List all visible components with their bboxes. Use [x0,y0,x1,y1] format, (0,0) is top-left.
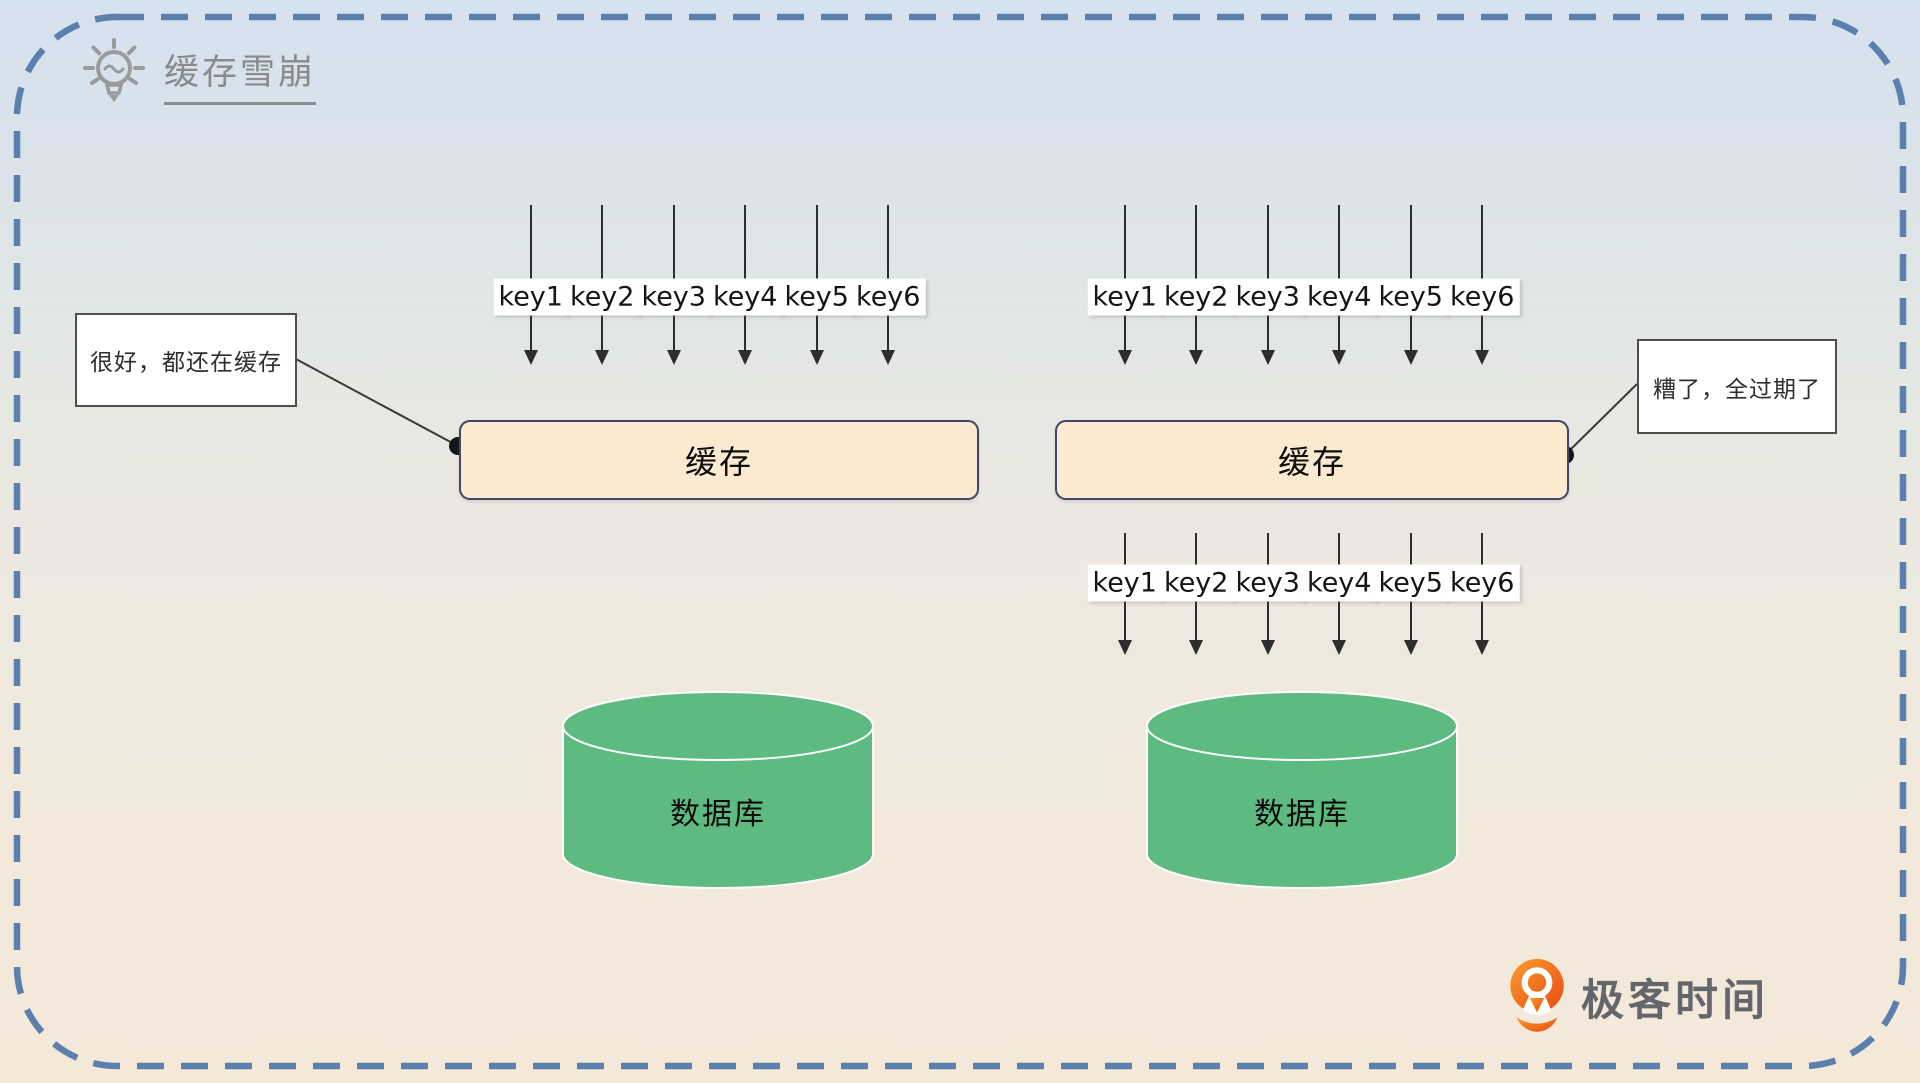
cylinder-shape [1146,691,1458,889]
key-label: key1 [1087,564,1162,602]
cylinder-shape [562,691,874,889]
arrowhead-icon [1332,350,1347,365]
arrowhead-icon [595,350,610,365]
key-arrow-column: key6 [1445,205,1520,365]
arrowhead-icon [1117,350,1132,365]
key-arrow-column: key3 [1230,533,1305,655]
arrowhead-icon [1189,350,1204,365]
geektime-logo-text: 极客时间 [1581,977,1769,1025]
arrowhead-icon [738,350,753,365]
database-label: 数据库 [670,798,766,831]
database-cylinder-left: 数据库 [558,690,878,890]
key-label: key5 [779,278,854,316]
page-title: 缓存雪崩 [164,44,317,105]
cache-box-right: 缓存 [1055,420,1569,500]
key-arrow-column: key1 [1087,205,1162,365]
key-label: key5 [1373,564,1448,602]
key-arrow-column: key4 [1302,205,1377,365]
key-label: key2 [1159,278,1234,316]
database-label: 数据库 [1254,798,1350,831]
key-label: key4 [1302,278,1377,316]
key-label: key3 [1230,278,1305,316]
key-arrow-column: key3 [636,205,711,365]
key-label: key6 [851,278,926,316]
key-label: key2 [565,278,640,316]
key-label: key6 [1445,278,1520,316]
callout-text: 糟了，全过期了 [1653,375,1821,402]
geektime-logo-icon [1510,959,1564,1032]
database-cylinder-right: 数据库 [1142,690,1462,890]
key-arrow-column: key2 [565,205,640,365]
key-label: key3 [1230,564,1305,602]
key-row-left-top: key1 key2 key3 key4 key5 key6 [493,205,926,365]
key-label: key1 [1087,278,1162,316]
arrowhead-icon [809,350,824,365]
callout-text: 很好，都还在缓存 [90,349,282,375]
key-arrow-column: key4 [708,205,783,365]
diagram-title: 缓存雪崩 [78,38,317,110]
key-arrow-column: key6 [851,205,926,365]
key-label: key2 [1159,564,1234,602]
arrowhead-icon [1332,640,1347,655]
key-arrow-column: key1 [493,205,568,365]
key-row-right-top: key1 key2 key3 key4 key5 key6 [1087,205,1520,365]
arrowhead-icon [1260,350,1275,365]
key-label: key4 [1302,564,1377,602]
callout-left: 很好，都还在缓存 [75,313,297,407]
arrowhead-icon [1475,640,1490,655]
key-arrow-column: key5 [779,205,854,365]
arrowhead-icon [1117,640,1132,655]
key-label: key1 [493,278,568,316]
cache-box-left: 缓存 [459,420,979,500]
arrowhead-icon [1403,350,1418,365]
key-arrow-column: key2 [1159,205,1234,365]
arrowhead-icon [1260,640,1275,655]
dashed-border [13,13,1907,1070]
key-arrow-column: key2 [1159,533,1234,655]
cache-box-label: 缓存 [1277,444,1346,480]
key-arrow-column: key1 [1087,533,1162,655]
arrowhead-icon [1189,640,1204,655]
key-label: key4 [708,278,783,316]
key-arrow-column: key3 [1230,205,1305,365]
cache-box-label: 缓存 [684,444,753,480]
key-arrow-column: key6 [1445,533,1520,655]
callout-connector-line-left [293,357,459,447]
key-arrow-column: key5 [1373,533,1448,655]
lightbulb-icon [83,38,145,102]
arrowhead-icon [523,350,538,365]
key-label: key5 [1373,278,1448,316]
arrowhead-icon [666,350,681,365]
key-label: key3 [636,278,711,316]
key-label: key6 [1445,564,1520,602]
callout-right: 糟了，全过期了 [1637,339,1837,434]
key-arrow-column: key4 [1302,533,1377,655]
arrowhead-icon [1475,350,1490,365]
callout-connector-line-right [1564,383,1638,456]
key-row-right-bottom: key1 key2 key3 key4 key5 key6 [1087,533,1520,655]
arrowhead-icon [881,350,896,365]
key-arrow-column: key5 [1373,205,1448,365]
geektime-logo: 极客时间 [1508,958,1769,1036]
arrowhead-icon [1403,640,1418,655]
